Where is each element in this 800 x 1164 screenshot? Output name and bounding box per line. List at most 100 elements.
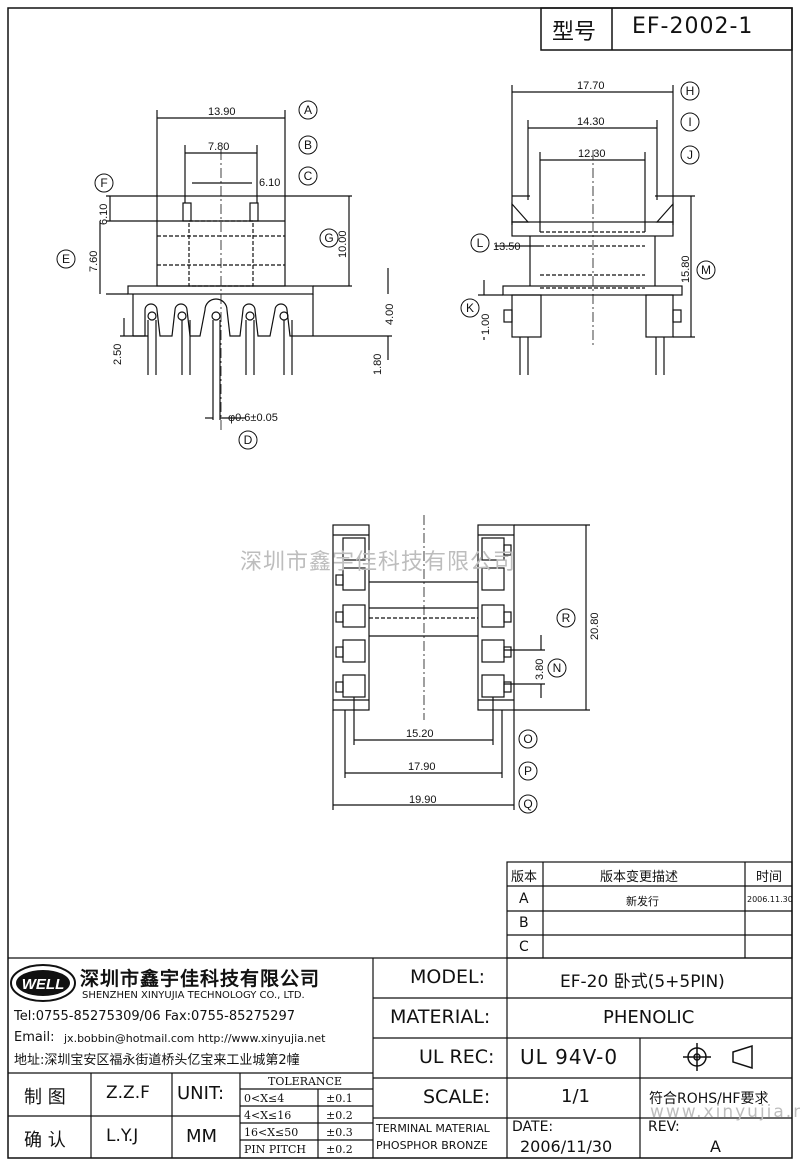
svg-text:P: P [524,764,532,778]
dim-17-90: 17.90 [408,761,436,773]
tolerance-value-3: ±0.3 [326,1126,353,1139]
dim-13-90: 13.90 [208,106,236,118]
dim-1-00: 1.00 [480,314,492,335]
checked-by-value: L.Y.J [106,1126,139,1146]
material-value: PHENOLIC [603,1007,695,1028]
dim-7-60: 7.60 [88,251,100,272]
svg-text:O: O [523,732,532,746]
rev-col-version: 版本 [511,870,538,885]
type-label: 型号 [552,20,597,45]
scale-label: SCALE: [423,1086,491,1108]
tolerance-value-2: ±0.2 [326,1109,353,1122]
dim-6-10-side: 6.10 [98,204,110,225]
tolerance-range-2: 4<X≤16 [244,1109,292,1122]
rev-row-a-time: 2006.11.30 [747,895,793,904]
company-email-label: Email: [14,1030,55,1045]
dim-3-80: 3.80 [534,659,546,680]
dim-20-80: 20.80 [589,612,601,640]
dim-14-30: 14.30 [577,116,605,128]
terminal-material-label: TERMINAL MATERIAL [376,1122,490,1135]
tolerance-value-4: ±0.2 [326,1143,353,1156]
front-view [99,110,392,430]
part-number: EF-2002-1 [632,14,754,39]
svg-text:A: A [304,103,312,117]
dim-15-80: 15.80 [680,255,692,283]
rev-row-a-version: A [519,891,529,907]
ul-rec-value: UL 94V-0 [520,1045,619,1069]
ul-rec-label: UL REC: [419,1046,495,1068]
rev-row-b-version: B [519,915,529,931]
dim-2-50: 2.50 [112,344,124,365]
rev-row-a-description: 新发行 [626,895,659,908]
balloon-j: J [680,145,700,165]
model-value: EF-20 卧式(5+5PIN) [560,972,725,992]
company-name-cn: 深圳市鑫宇佳科技有限公司 [80,968,321,990]
tolerance-title: TOLERANCE [268,1075,342,1088]
dim-10-00: 10.00 [337,230,349,258]
rohs-compliance: 符合ROHS/HF要求 [649,1091,769,1107]
tolerance-value-1: ±0.1 [326,1092,353,1105]
date-label: DATE: [512,1119,554,1135]
company-address: 地址:深圳宝安区福永街道桥头亿宝来工业城第2幢 [14,1053,300,1068]
scale-value: 1/1 [561,1086,590,1107]
svg-text:H: H [686,84,695,98]
svg-text:WELL: WELL [22,976,65,993]
rev-col-time: 时间 [756,870,783,885]
dim-4-00: 4.00 [384,304,396,325]
dim-17-70: 17.70 [577,80,605,92]
svg-text:C: C [304,169,313,183]
balloon-r: R [556,608,576,628]
svg-text:L: L [477,236,484,250]
watermark-company: 深圳市鑫宇佳科技有限公司 [240,550,517,575]
material-label: MATERIAL: [390,1006,491,1028]
svg-text:K: K [466,301,474,315]
rev-row-c-version: C [519,939,529,955]
unit-value: MM [186,1126,218,1147]
svg-text:Q: Q [523,797,532,811]
balloon-h: H [680,81,700,101]
rev-col-description: 版本变更描述 [600,870,679,885]
unit-label: UNIT: [177,1083,225,1104]
dim-1-80: 1.80 [372,354,384,375]
company-logo: WELL [10,964,76,1002]
dim-7-80: 7.80 [208,141,229,153]
balloon-l: L [470,233,490,253]
balloon-n: N [547,658,567,678]
drawn-by-label: 制 图 [24,1087,66,1108]
svg-text:G: G [324,231,333,245]
model-label: MODEL: [410,966,485,988]
svg-text:D: D [244,433,253,447]
dim-19-90: 19.90 [409,794,437,806]
svg-text:B: B [304,138,312,152]
svg-text:N: N [553,661,562,675]
dim-15-20: 15.20 [406,728,434,740]
balloon-a: A [298,100,318,120]
dim-12-30: 12.30 [578,148,606,160]
checked-by-label: 确 认 [24,1130,66,1151]
balloon-k: K [460,298,480,318]
dim-13-50: 13.50 [493,241,521,253]
side-view [478,85,695,375]
balloon-q: Q [518,794,538,814]
dim-6-10-top: 6.10 [259,177,280,189]
watermark-url: www.xinyujia.net [650,1102,800,1122]
svg-text:E: E [62,252,70,266]
bottom-view [332,515,590,810]
svg-text:J: J [687,148,693,162]
tolerance-range-1: 0<X≤4 [244,1092,285,1105]
company-email: jx.bobbin@hotmail.com http://www.xinyuji… [64,1032,326,1045]
balloon-i: I [680,112,700,132]
rev-label: REV: [648,1119,680,1135]
balloon-m: M [696,260,716,280]
tolerance-range-4: PIN PITCH [244,1143,306,1156]
balloon-c: C [298,166,318,186]
terminal-material-value: PHOSPHOR BRONZE [376,1139,488,1152]
company-tel-fax: Tel:0755-85275309/06 Fax:0755-85275297 [14,1009,295,1024]
svg-text:F: F [100,176,107,190]
balloon-g: G [319,228,339,248]
balloon-e: E [56,249,76,269]
tolerance-range-3: 16<X≤50 [244,1126,299,1139]
balloon-d: D [238,430,258,450]
svg-text:I: I [688,115,691,129]
